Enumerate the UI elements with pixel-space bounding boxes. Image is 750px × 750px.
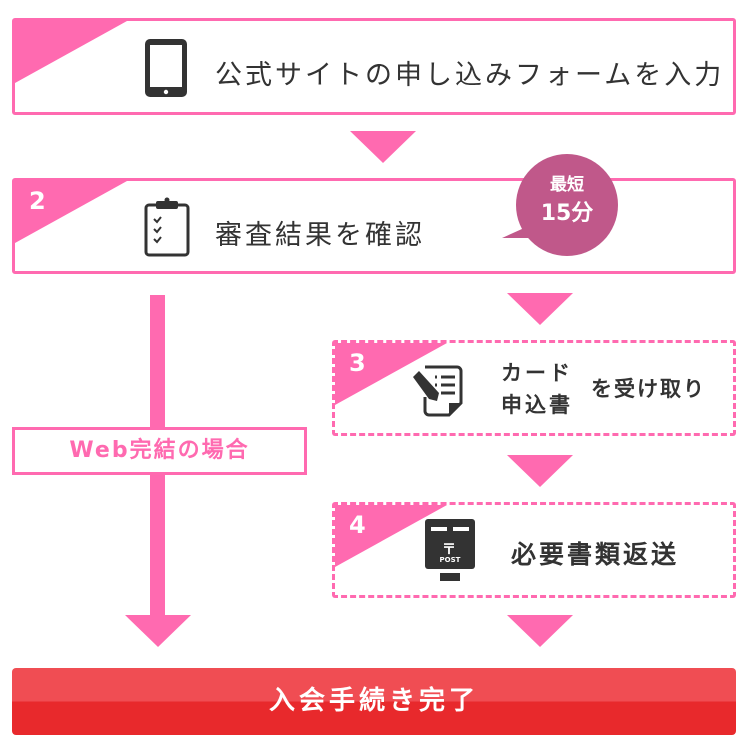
step-number: 3 <box>349 349 366 377</box>
badge-line2: 15分 <box>540 201 594 226</box>
tablet-icon <box>145 39 187 97</box>
postbox-icon: 〒 POST <box>425 519 475 569</box>
badge-line1: 最短 <box>550 175 584 195</box>
down-arrow <box>350 131 416 163</box>
step-label-line1: カード <box>501 361 573 385</box>
step-label: 必要書類返送 <box>511 540 680 569</box>
web-path-label: Web完結の場合 <box>12 427 307 475</box>
step-3-box: 3 カード 申込書 を受け取り <box>332 340 736 436</box>
step-number: 2 <box>29 187 46 215</box>
step-corner <box>15 21 127 83</box>
completion-banner: 入会手続き完了 <box>12 668 736 735</box>
step-1-box: 公式サイトの申し込みフォームを入力 <box>12 18 736 115</box>
clipboard-checklist-icon <box>144 197 190 257</box>
postbox-stand <box>440 573 460 581</box>
step-label: 審査結果を確認 <box>215 220 425 251</box>
down-arrow <box>507 293 573 325</box>
step-label-suffix: を受け取り <box>591 377 706 401</box>
form-pencil-icon <box>413 365 463 417</box>
down-arrow <box>125 615 191 647</box>
step-2-box: 2 審査結果を確認 <box>12 178 736 274</box>
down-arrow <box>507 615 573 647</box>
step-number: 4 <box>349 511 366 539</box>
step-4-box: 4 〒 POST 必要書類返送 <box>332 502 736 598</box>
step-label: 公式サイトの申し込みフォームを入力 <box>215 60 725 91</box>
shortest-time-badge: 最短 15分 <box>502 154 618 256</box>
post-label: POST <box>439 556 461 564</box>
step-label-stack: カード 申込書 <box>501 357 573 421</box>
step-label-line2: 申込書 <box>501 393 573 417</box>
step-corner <box>15 181 127 243</box>
down-arrow <box>507 455 573 487</box>
